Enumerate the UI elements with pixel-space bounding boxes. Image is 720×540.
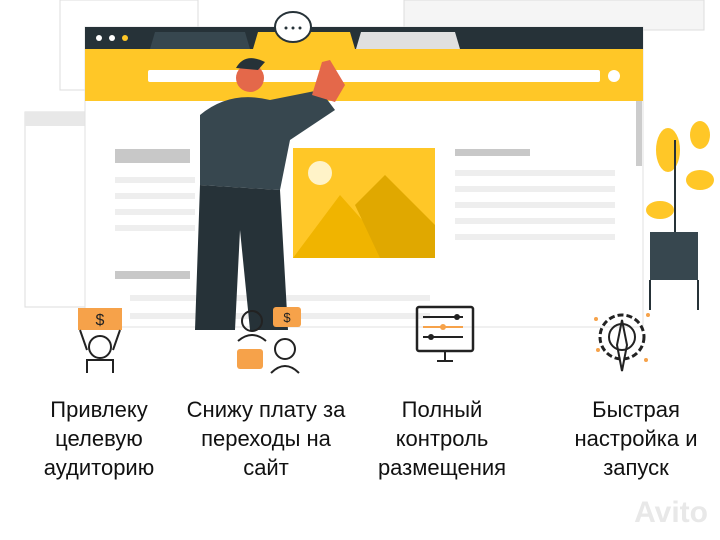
browser-illustration <box>24 0 714 330</box>
feature-lower-cost: Снижу плату за переходы на сайт <box>186 397 346 480</box>
avito-watermark: Avito <box>634 496 708 529</box>
feature-full-control: Полный контроль размещения <box>377 397 507 480</box>
gear-rocket-icon <box>594 313 650 372</box>
svg-text:$: $ <box>96 312 105 329</box>
feature-quick-setup: Быстрая настройка и запуск <box>574 397 698 480</box>
monitor-sliders-icon <box>415 305 475 362</box>
svg-text:$: $ <box>283 310 291 325</box>
support-people-money-icon: $ <box>237 307 301 374</box>
person-holding-money-icon: $ <box>78 308 122 373</box>
feature-audience: Привлеку целевую аудиторию <box>43 397 155 480</box>
